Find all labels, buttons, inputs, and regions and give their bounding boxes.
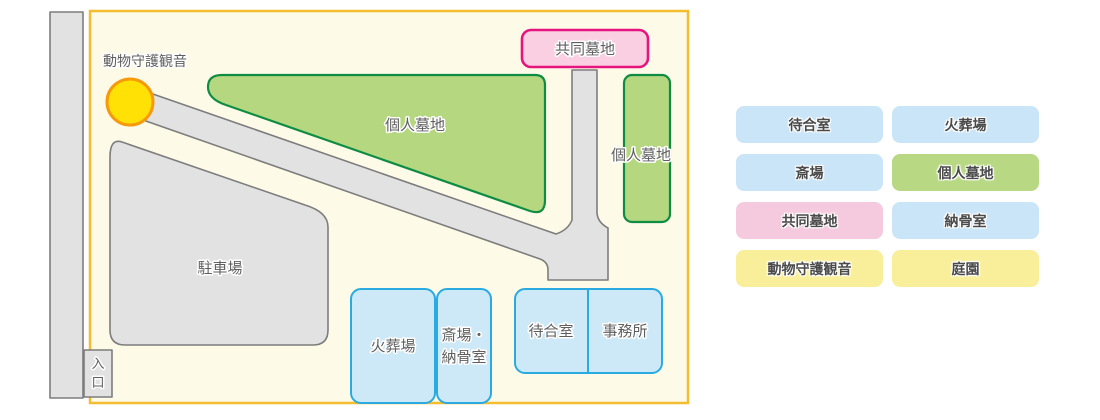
crematorium-label: 火葬場: [370, 338, 415, 355]
legend: 待合室 火葬場 斎場 個人墓地 共同墓地 納骨室 動物守護観音 庭園: [736, 106, 1039, 287]
legend-item-individual-cemetery: 個人墓地: [892, 154, 1039, 191]
ossuary-label: 納骨室: [441, 349, 486, 366]
individual-cemetery-right-area: [622, 73, 672, 224]
funeral-hall-ossuary-box: [436, 288, 492, 404]
individual-cemetery-main-label: 個人墓地: [385, 117, 445, 134]
entrance-label-top: 入: [91, 356, 104, 371]
legend-item-crematorium: 火葬場: [892, 106, 1039, 143]
legend-item-waiting-room: 待合室: [736, 106, 883, 143]
communal-cemetery-box: [520, 28, 650, 69]
parking-label: 駐車場: [197, 260, 242, 277]
legend-item-ossuary: 納骨室: [892, 202, 1039, 239]
crematorium-box: [350, 288, 436, 404]
legend-item-communal-cemetery: 共同墓地: [736, 202, 883, 239]
kannon-label: 動物守護観音: [103, 53, 187, 69]
individual-cemetery-main-area: [206, 73, 547, 214]
waiting-room-label: 待合室: [528, 323, 573, 340]
parking-area: [109, 140, 329, 346]
legend-item-kannon: 動物守護観音: [736, 250, 883, 287]
legend-item-funeral-hall: 斎場: [736, 154, 883, 191]
access-road: [49, 11, 84, 399]
office-label: 事務所: [602, 323, 647, 340]
legend-item-garden: 庭園: [892, 250, 1039, 287]
individual-cemetery-right-label: 個人墓地: [611, 147, 671, 164]
kannon-circle: [105, 77, 155, 127]
communal-cemetery-label: 共同墓地: [555, 41, 615, 58]
internal-path: [142, 69, 609, 281]
entrance-box: [83, 349, 113, 398]
entrance-label-bottom: 口: [91, 375, 104, 390]
funeral-hall-label: 斎場・: [441, 326, 486, 344]
